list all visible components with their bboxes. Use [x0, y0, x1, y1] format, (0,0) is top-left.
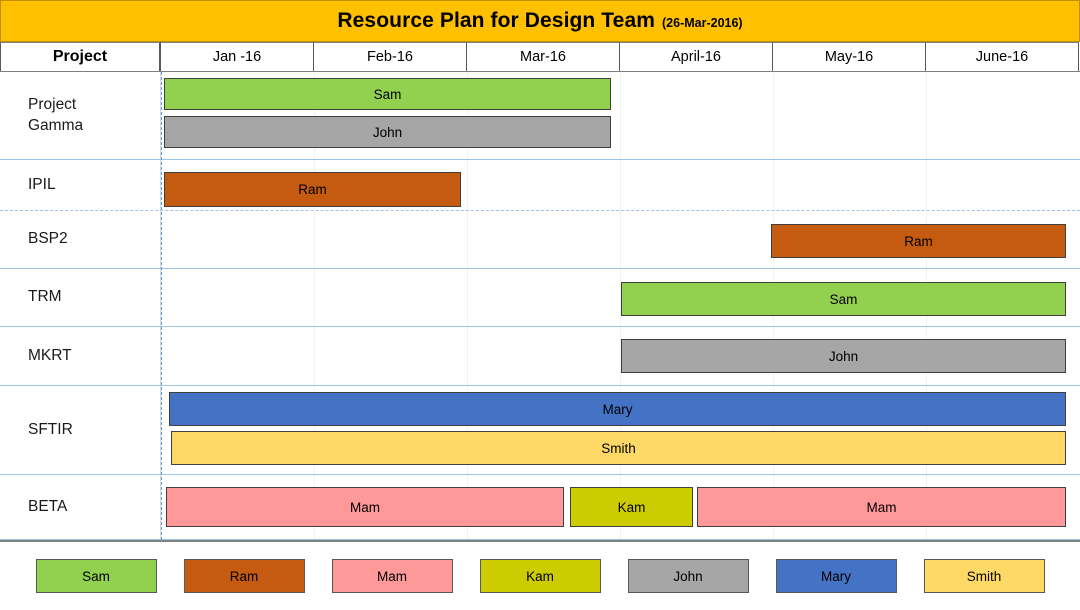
- project-label: TRM: [0, 269, 161, 326]
- legend-item[interactable]: Mary: [775, 559, 897, 593]
- legend-item[interactable]: Ram: [183, 559, 305, 593]
- column-header-month-3: April-16: [620, 42, 773, 71]
- gantt-bar[interactable]: John: [164, 116, 611, 148]
- project-label: MKRT: [0, 327, 161, 385]
- gantt-row[interactable]: TRM Sam: [0, 269, 1080, 327]
- legend-divider: [0, 540, 1080, 542]
- legend-item[interactable]: Mam: [331, 559, 453, 593]
- column-header-project: Project: [0, 42, 161, 71]
- legend-item[interactable]: John: [627, 559, 749, 593]
- column-header-month-4: May-16: [773, 42, 926, 71]
- project-label: SFTIR: [0, 386, 161, 474]
- gantt-bar[interactable]: Kam: [570, 487, 693, 527]
- gantt-bar[interactable]: Sam: [164, 78, 611, 110]
- column-header-month-2: Mar-16: [467, 42, 620, 71]
- gantt-bar[interactable]: Mam: [166, 487, 564, 527]
- project-label: IPIL: [0, 160, 161, 210]
- legend-item[interactable]: Kam: [479, 559, 601, 593]
- legend-item[interactable]: Sam: [35, 559, 157, 593]
- project-label: Project Gamma: [0, 72, 161, 159]
- page-title: Resource Plan for Design Team: [337, 9, 655, 32]
- column-header-row: Project Jan -16 Feb-16 Mar-16 April-16 M…: [0, 42, 1080, 72]
- column-separator: [314, 72, 315, 540]
- gantt-row[interactable]: BSP2 Ram: [0, 211, 1080, 269]
- gantt-bar[interactable]: Ram: [771, 224, 1066, 258]
- chart-title-bar: Resource Plan for Design Team (26-Mar-20…: [0, 0, 1080, 42]
- column-header-month-1: Feb-16: [314, 42, 467, 71]
- timeline-start-marker: [161, 72, 162, 540]
- column-separator: [620, 72, 621, 540]
- project-label: BETA: [0, 475, 161, 539]
- gantt-bar[interactable]: Ram: [164, 172, 461, 207]
- title-date: (26-Mar-2016): [662, 16, 743, 30]
- column-header-month-0: Jan -16: [161, 42, 314, 71]
- gantt-bar[interactable]: Smith: [171, 431, 1066, 465]
- gantt-bar[interactable]: Sam: [621, 282, 1066, 316]
- resource-legend: Sam Ram Mam Kam John Mary Smith: [0, 542, 1080, 610]
- column-separator: [467, 72, 468, 540]
- gantt-bar[interactable]: John: [621, 339, 1066, 373]
- project-label: BSP2: [0, 211, 161, 268]
- gantt-row[interactable]: MKRT John: [0, 327, 1080, 386]
- column-header-month-5: June-16: [926, 42, 1079, 71]
- legend-item[interactable]: Smith: [923, 559, 1045, 593]
- gantt-bar[interactable]: Mam: [697, 487, 1066, 527]
- gantt-bar[interactable]: Mary: [169, 392, 1066, 426]
